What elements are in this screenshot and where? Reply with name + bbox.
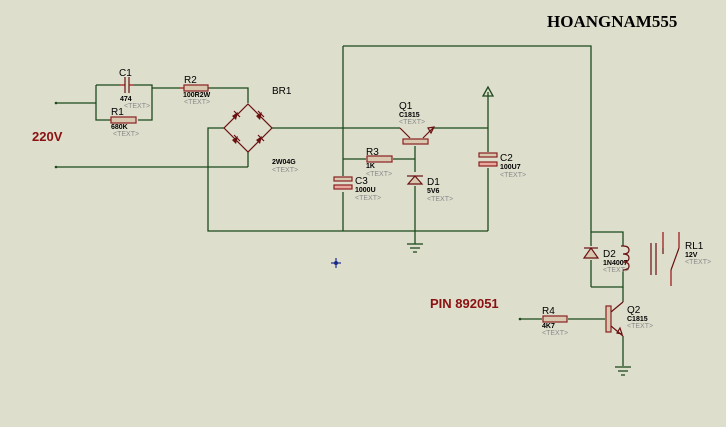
- r3-value: 1K: [366, 163, 375, 170]
- q2-ref: Q2: [627, 305, 641, 316]
- supply-voltage-label: 220V: [32, 129, 63, 144]
- q1-ref: Q1: [399, 101, 413, 112]
- pin-label: PIN 892051: [430, 296, 499, 311]
- resistor-r4[interactable]: R4 4K7 <TEXT>: [542, 306, 568, 337]
- wires: [56, 45, 680, 366]
- d1-value: 5V6: [427, 188, 440, 195]
- c2-text: <TEXT>: [500, 172, 526, 179]
- r3-ref: R3: [366, 147, 379, 158]
- bridge-rectifier-br1[interactable]: BR1 2W04G <TEXT>: [223, 86, 298, 174]
- ground-icon: [407, 243, 423, 253]
- c3-text: <TEXT>: [355, 195, 381, 202]
- d1-text: <TEXT>: [427, 196, 453, 203]
- capacitor-c1[interactable]: C1 474 <TEXT>: [119, 68, 150, 110]
- c3-value: 1000U: [355, 187, 376, 194]
- q2-text: <TEXT>: [627, 323, 653, 330]
- q2-value: C1815: [627, 316, 648, 323]
- resistor-r3[interactable]: R3 1K <TEXT>: [366, 147, 393, 178]
- diode-d2[interactable]: D2 1N4007 <TEXT>: [582, 246, 629, 274]
- c2-ref: C2: [500, 153, 513, 164]
- d2-value: 1N4007: [603, 260, 628, 267]
- rl1-value: 12V: [685, 252, 698, 259]
- transistor-q2[interactable]: Q2 C1815 <TEXT>: [605, 301, 653, 337]
- cursor-crosshair-icon: [331, 258, 341, 268]
- q1-text: <TEXT>: [399, 119, 425, 126]
- r1-value: 680K: [111, 124, 128, 131]
- c1-value: 474: [120, 96, 132, 103]
- c1-text: <TEXT>: [124, 103, 150, 110]
- r4-ref: R4: [542, 306, 555, 317]
- q1-value: C1815: [399, 112, 420, 119]
- rl1-text: <TEXT>: [685, 259, 711, 266]
- r2-text: <TEXT>: [184, 99, 210, 106]
- resistor-r1[interactable]: R1 680K <TEXT>: [110, 107, 139, 138]
- transistor-q1[interactable]: Q1 C1815 <TEXT>: [399, 101, 436, 145]
- d2-text: <TEXT>: [603, 267, 629, 274]
- zener-diode-d1[interactable]: D1 5V6 <TEXT>: [406, 175, 453, 203]
- r3-text: <TEXT>: [366, 171, 392, 178]
- r2-value: 100R2W: [183, 92, 211, 99]
- c1-ref: C1: [119, 68, 132, 79]
- c2-value: 100U7: [500, 164, 521, 171]
- power-terminal-icon[interactable]: [481, 85, 495, 97]
- input-terminal-1[interactable]: [54, 101, 58, 105]
- ground-icon: [615, 366, 631, 376]
- r4-value: 4K7: [542, 323, 555, 330]
- input-terminal-2[interactable]: [54, 165, 58, 169]
- br1-text: <TEXT>: [272, 167, 298, 174]
- capacitor-c3[interactable]: C3 1000U <TEXT>: [333, 176, 381, 202]
- resistor-r2[interactable]: R2 100R2W <TEXT>: [180, 75, 211, 106]
- d1-ref: D1: [427, 177, 440, 188]
- r4-text: <TEXT>: [542, 330, 568, 337]
- relay-rl1[interactable]: RL1 12V <TEXT>: [621, 241, 711, 275]
- rl1-ref: RL1: [685, 241, 704, 252]
- r1-ref: R1: [111, 107, 124, 118]
- r2-ref: R2: [184, 75, 197, 86]
- pin-terminal[interactable]: [518, 317, 522, 321]
- d2-ref: D2: [603, 249, 616, 260]
- br1-value: 2W04G: [272, 159, 296, 166]
- r1-text: <TEXT>: [113, 131, 139, 138]
- capacitor-c2[interactable]: C2 100U7 <TEXT>: [478, 152, 526, 179]
- schematic-title: HOANGNAM555: [547, 12, 677, 31]
- c3-ref: C3: [355, 176, 368, 187]
- br1-ref: BR1: [272, 86, 292, 97]
